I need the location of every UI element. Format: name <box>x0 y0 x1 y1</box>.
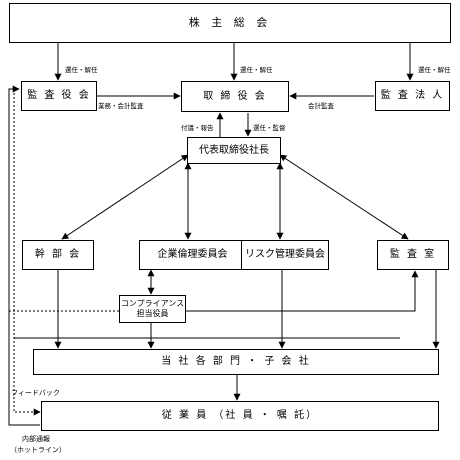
compliance-officer-line2: 担当役員 <box>136 309 169 318</box>
label-entrust-report: 付議・報告 <box>181 124 214 132</box>
label-elect-dismiss-right: 選任・解任 <box>418 66 451 74</box>
hotline-line <box>8 85 40 426</box>
executive-committee-box: 幹 部 会 <box>22 240 94 270</box>
feedback-line <box>13 93 41 416</box>
shareholders-meeting-box: 株 主 総 会 <box>9 3 451 43</box>
departments-box: 当 社 各 部 門 ・ 子 会 社 <box>33 349 439 375</box>
audit-board-box: 監 査 役 会 <box>21 81 97 111</box>
label-elect-dismiss-center: 選任・解任 <box>240 66 273 74</box>
label-feedback: フィードバック <box>11 389 60 397</box>
employees-box: 従 業 員 （社 員 ・ 嘱 託） <box>41 401 439 431</box>
label-elect-supervise: 選任・監督 <box>253 124 286 132</box>
arrow-president-auditoffice <box>279 154 409 240</box>
label-accounting-audit: 会計監査 <box>308 102 334 110</box>
arrow-compliance-auditoffice <box>185 270 419 312</box>
audit-office-box: 監 査 室 <box>377 240 449 270</box>
compliance-officer-line1: コンプライアンス <box>120 299 185 309</box>
risk-committee-box: リスク管理委員会 <box>241 240 329 270</box>
label-elect-dismiss-left: 選任・解任 <box>65 66 98 74</box>
arrow-president-exec <box>61 154 189 240</box>
compliance-officer-box: コンプライアンス 担当役員 <box>119 295 186 323</box>
board-of-directors-box: 取 締 役 会 <box>181 81 289 112</box>
label-internal-report: 内部通報 <box>22 435 50 443</box>
label-hotline: （ホットライン） <box>10 446 66 454</box>
president-box: 代表取締役社長 <box>187 137 281 164</box>
label-business-accounting-audit: 業務・会計監査 <box>98 102 144 110</box>
ethics-committee-box: 企業倫理委員会 <box>139 240 246 270</box>
audit-firm-box: 監 査 法 人 <box>375 81 450 111</box>
